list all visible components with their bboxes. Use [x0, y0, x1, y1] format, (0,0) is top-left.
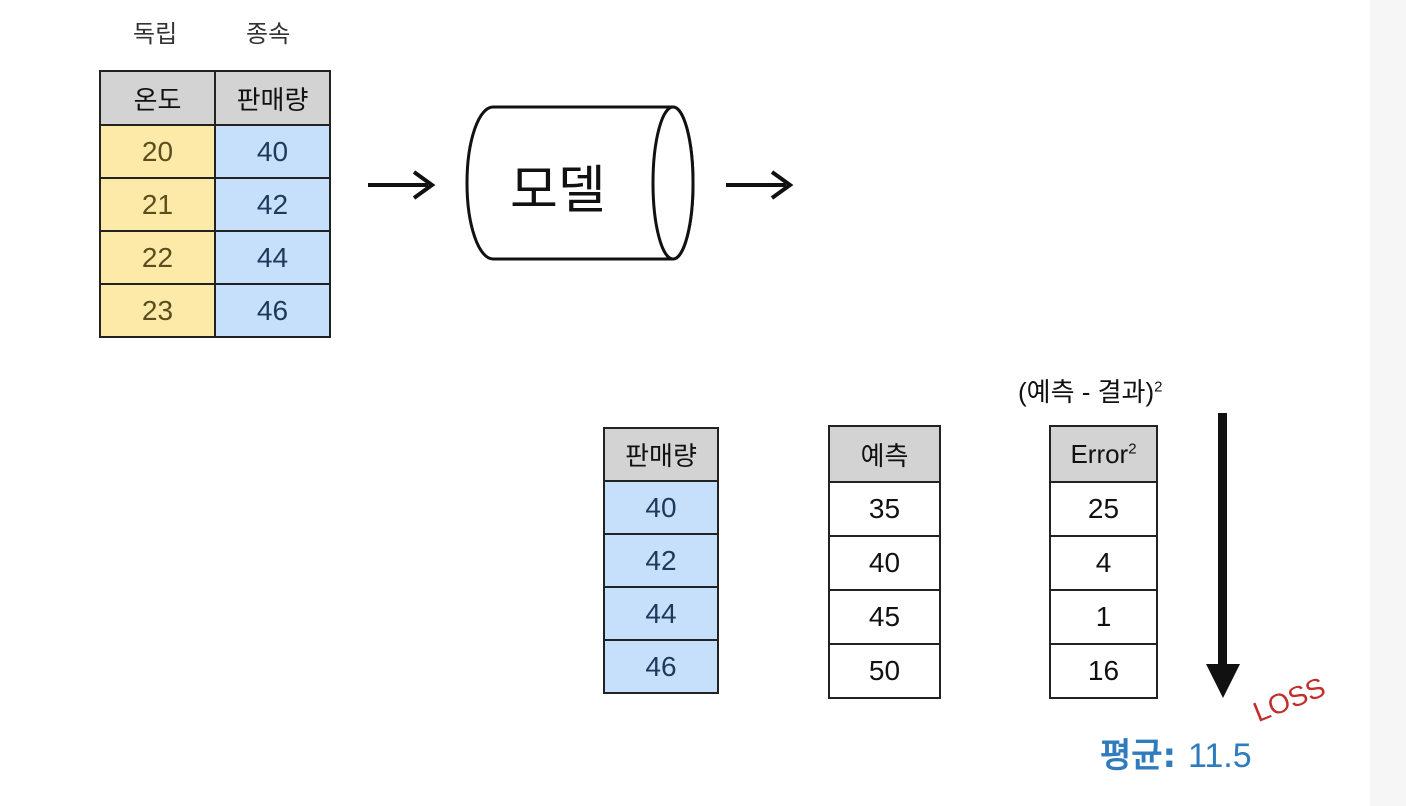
error-cell: 1 — [1049, 589, 1158, 645]
table-row: 22 44 — [99, 230, 331, 285]
header-sales: 판매량 — [214, 70, 331, 126]
formula-text: (예측 - 결과) — [1018, 377, 1155, 407]
error-header-text: Error — [1070, 438, 1129, 469]
dependent-label: 종속 — [246, 20, 291, 48]
actual-cell: 40 — [603, 480, 719, 535]
error-cell: 4 — [1049, 535, 1158, 591]
temperature-cell: 21 — [99, 177, 216, 232]
output-arrow-icon — [726, 170, 794, 200]
table-row: 21 42 — [99, 177, 331, 232]
prediction-cell: 45 — [828, 589, 941, 645]
prediction-table: 예측 35 40 45 50 — [828, 425, 941, 699]
error-cell: 25 — [1049, 481, 1158, 537]
temperature-cell: 23 — [99, 283, 216, 338]
temperature-cell: 20 — [99, 124, 216, 179]
header-sales: 판매량 — [603, 427, 719, 482]
actual-sales-table: 판매량 40 42 44 46 — [603, 427, 719, 694]
actual-cell: 46 — [603, 639, 719, 694]
prediction-cell: 50 — [828, 643, 941, 699]
table-row: 20 40 — [99, 124, 331, 179]
temperature-cell: 22 — [99, 230, 216, 285]
independent-label: 독립 — [133, 20, 178, 48]
sales-cell: 44 — [214, 230, 331, 285]
right-edge-strip — [1370, 0, 1406, 806]
model-cylinder-icon — [465, 105, 695, 261]
actual-cell: 44 — [603, 586, 719, 641]
mean-label: 평균: — [1100, 736, 1177, 776]
mean-loss: 평균: 11.5 — [1100, 728, 1252, 777]
model-label: 모델 — [510, 161, 606, 221]
sales-cell: 46 — [214, 283, 331, 338]
error-header-exponent: 2 — [1128, 439, 1137, 457]
input-arrow-icon — [368, 170, 436, 200]
formula-exponent: 2 — [1154, 378, 1163, 396]
training-data-table: 온도 판매량 20 40 21 42 22 44 23 46 — [99, 70, 331, 338]
prediction-cell: 40 — [828, 535, 941, 591]
mean-value: 11.5 — [1188, 737, 1252, 775]
header-error: Error2 — [1049, 425, 1158, 483]
loss-formula: (예측 - 결과)2 — [1018, 372, 1162, 409]
header-prediction: 예측 — [828, 425, 941, 483]
sales-cell: 40 — [214, 124, 331, 179]
actual-cell: 42 — [603, 533, 719, 588]
table-row: 23 46 — [99, 283, 331, 338]
sales-cell: 42 — [214, 177, 331, 232]
prediction-cell: 35 — [828, 481, 941, 537]
error-table: Error2 25 4 1 16 — [1049, 425, 1158, 699]
down-arrow-icon — [1206, 413, 1240, 698]
error-cell: 16 — [1049, 643, 1158, 699]
header-temperature: 온도 — [99, 70, 216, 126]
